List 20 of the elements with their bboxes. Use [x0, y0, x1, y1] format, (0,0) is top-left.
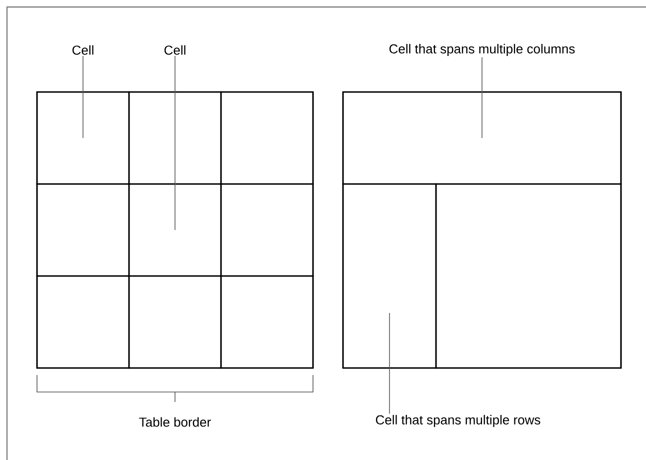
- callout-label: Cell that spans multiple rows: [374, 414, 542, 428]
- table-cell: [220, 275, 314, 369]
- table-cell: [220, 91, 314, 185]
- table-cell: [36, 183, 130, 277]
- table-cell: [128, 275, 222, 369]
- leader-line: [389, 312, 390, 414]
- callout-label: Cell: [162, 44, 188, 56]
- table-cell: [220, 183, 314, 277]
- table-cell: [342, 91, 622, 185]
- callout-label: Cell: [70, 44, 96, 56]
- bracket-label: Table border: [139, 417, 211, 427]
- callout-label: Cell that spans multiple columns: [388, 42, 576, 58]
- table-cell: [435, 183, 622, 369]
- table-cell: [36, 91, 130, 185]
- table-cell: [128, 91, 222, 185]
- table-cell: [36, 275, 130, 369]
- leader-line: [174, 56, 176, 230]
- leader-line: [82, 56, 84, 138]
- table-cell: [128, 183, 222, 277]
- table-cell: [342, 183, 437, 369]
